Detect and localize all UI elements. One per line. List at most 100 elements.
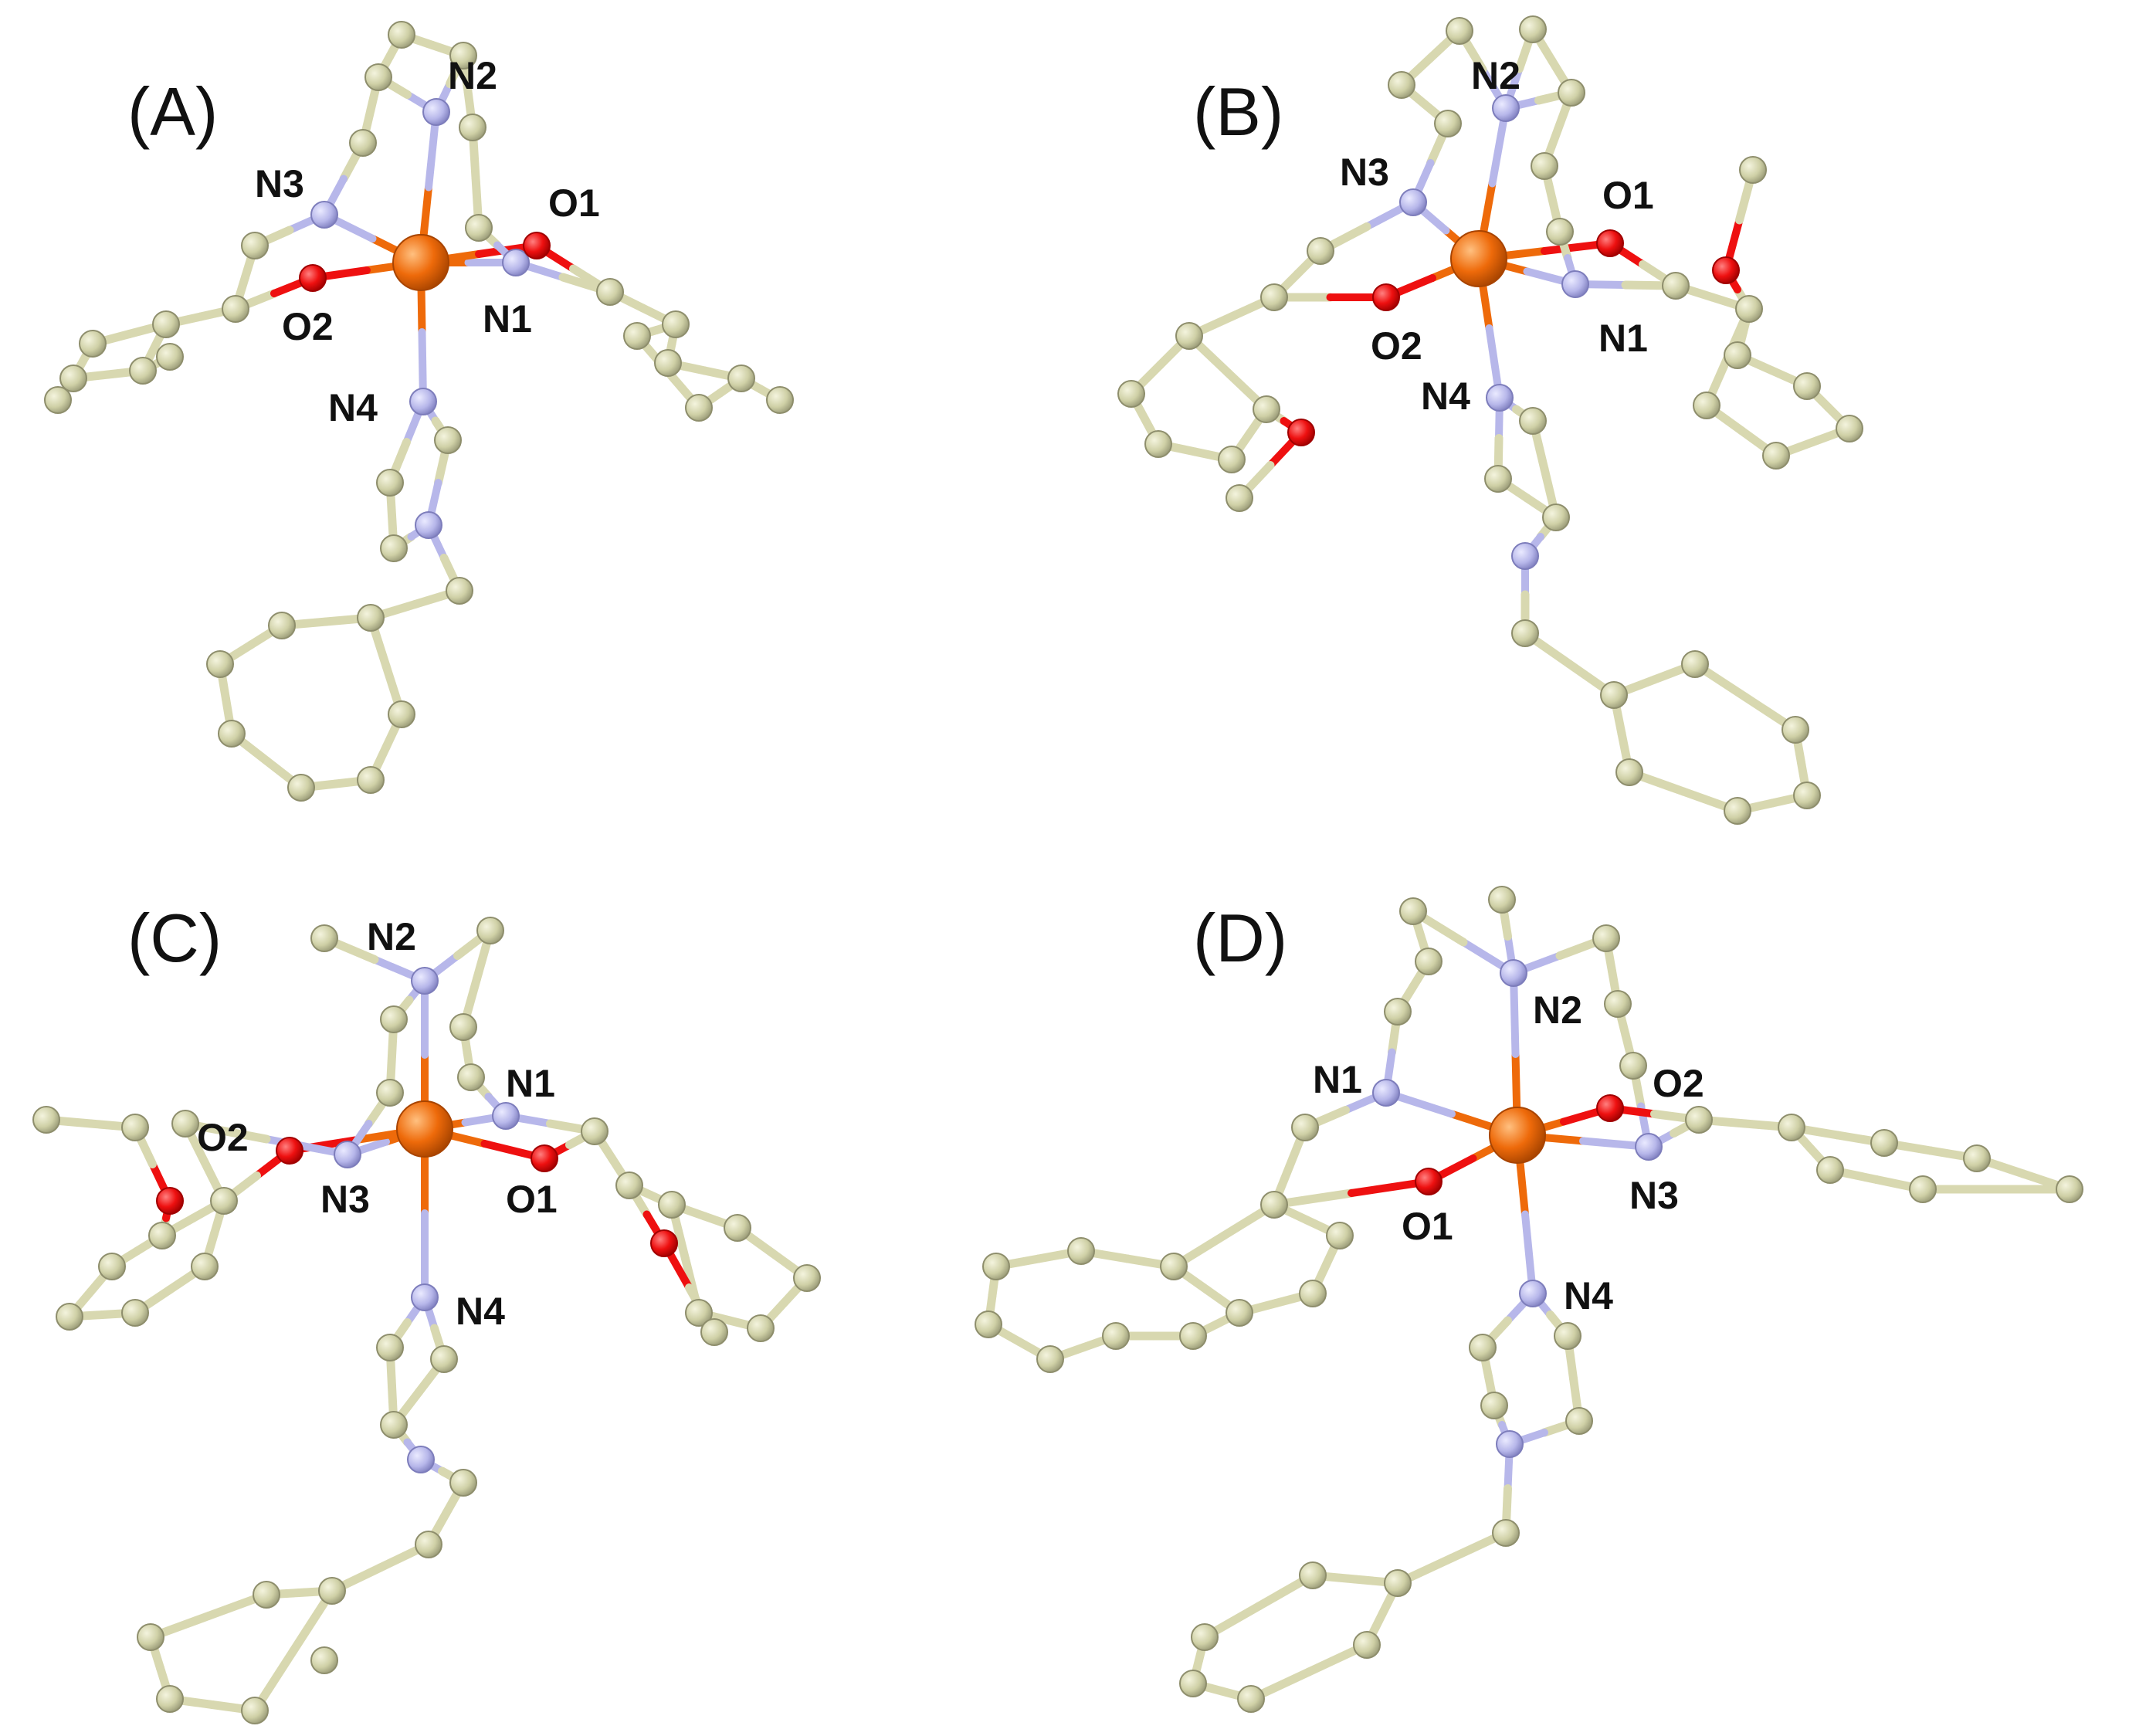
- carbon-atom: [1492, 1519, 1520, 1547]
- carbon-atom: [1836, 415, 1863, 442]
- carbon-atom: [662, 310, 690, 338]
- nitrogen-atom: [310, 201, 338, 229]
- panel-d: (D) N2 N1 O2 O1 N3 N4: [975, 886, 2083, 1713]
- carbon-atom: [596, 278, 624, 306]
- carbon-atom: [1307, 237, 1334, 265]
- nitrogen-atom: [1500, 959, 1527, 987]
- oxygen-atom: [650, 1229, 678, 1257]
- atom-label-n3: N3: [1340, 151, 1389, 194]
- carbon-atom: [449, 1013, 477, 1041]
- carbon-atom: [376, 1334, 404, 1361]
- atom-label-o1: O1: [1602, 174, 1654, 217]
- carbon-atom: [1735, 295, 1763, 323]
- atom-label-n1: N1: [483, 297, 532, 341]
- nitrogen-atom: [502, 249, 530, 276]
- nitrogen-atom: [1511, 542, 1539, 570]
- oxygen-atom: [523, 232, 551, 259]
- atom-label-n1: N1: [506, 1062, 555, 1105]
- carbon-atom: [654, 349, 682, 377]
- atom-label-o2: O2: [197, 1116, 249, 1159]
- oxygen-atom: [1372, 283, 1400, 311]
- carbon-atom: [1565, 1407, 1593, 1435]
- carbon-atom: [1488, 886, 1516, 914]
- carbon-atom: [446, 577, 473, 605]
- carbon-atom: [156, 1685, 184, 1713]
- carbon-atom: [1592, 924, 1620, 952]
- carbon-atom: [1067, 1237, 1095, 1265]
- carbon-atom: [1218, 446, 1246, 473]
- atom-label-o2: O2: [1371, 324, 1422, 368]
- carbon-atom: [1554, 1322, 1581, 1350]
- carbon-atom: [1226, 1299, 1253, 1327]
- carbon-atom: [318, 1577, 346, 1605]
- carbon-atom: [137, 1623, 164, 1651]
- carbon-atom: [56, 1303, 83, 1331]
- panel-label-d: (D): [1193, 900, 1287, 976]
- carbon-atom: [1542, 504, 1570, 531]
- carbon-atom: [1739, 156, 1767, 184]
- nitrogen-atom: [1492, 94, 1520, 122]
- atom-label-n4: N4: [456, 1290, 505, 1333]
- carbon-atom: [1384, 998, 1412, 1026]
- carbon-atom: [349, 129, 377, 157]
- carbon-atom: [121, 1299, 149, 1327]
- carbon-atom: [1484, 465, 1512, 493]
- carbon-atom: [380, 1005, 408, 1033]
- carbon-atom: [98, 1253, 126, 1280]
- carbon-atom: [1299, 1280, 1327, 1307]
- panel-c-atoms: [32, 917, 821, 1724]
- carbon-atom: [121, 1114, 149, 1141]
- carbon-atom: [615, 1171, 643, 1199]
- carbon-atom: [975, 1310, 1002, 1338]
- carbon-atom: [152, 310, 180, 338]
- nitrogen-atom: [1635, 1133, 1663, 1161]
- carbon-atom: [1778, 1114, 1805, 1141]
- carbon-atom: [1179, 1322, 1207, 1350]
- carbon-atom: [171, 1110, 199, 1138]
- carbon-atom: [2056, 1175, 2083, 1203]
- carbon-atom: [1909, 1175, 1937, 1203]
- carbon-atom: [581, 1117, 609, 1145]
- carbon-atom: [415, 1531, 442, 1558]
- carbon-atom: [1963, 1144, 1991, 1172]
- carbon-atom: [766, 386, 794, 414]
- nitrogen-atom: [334, 1141, 361, 1168]
- carbon-atom: [1693, 392, 1720, 419]
- oxygen-atom: [299, 264, 327, 292]
- carbon-atom: [1353, 1631, 1381, 1659]
- carbon-atom: [1260, 1191, 1288, 1219]
- carbon-atom: [1511, 619, 1539, 647]
- atom-label-o2: O2: [1653, 1062, 1704, 1105]
- carbon-atom: [1191, 1623, 1219, 1651]
- carbon-atom: [476, 917, 504, 944]
- carbon-atom: [218, 720, 246, 748]
- carbon-atom: [459, 114, 486, 141]
- nitrogen-atom: [1561, 270, 1589, 298]
- carbon-atom: [1291, 1114, 1319, 1141]
- nitrogen-atom: [407, 1446, 435, 1473]
- carbon-atom: [1558, 79, 1585, 107]
- carbon-atom: [1519, 15, 1547, 43]
- carbon-atom: [310, 924, 338, 952]
- carbon-atom: [1662, 272, 1690, 300]
- nitrogen-atom: [1486, 384, 1514, 412]
- carbon-atom: [685, 394, 713, 422]
- nitrogen-atom: [1519, 1280, 1547, 1307]
- nitrogen-atom: [409, 388, 437, 415]
- carbon-atom: [1724, 797, 1751, 825]
- carbon-atom: [1816, 1156, 1844, 1184]
- carbon-atom: [388, 700, 415, 728]
- carbon-atom: [380, 1411, 408, 1439]
- atom-label-o2: O2: [282, 305, 334, 348]
- carbon-atom: [449, 1469, 477, 1497]
- atom-label-n4: N4: [1564, 1274, 1613, 1317]
- carbon-atom: [1226, 484, 1253, 512]
- carbon-atom: [793, 1264, 821, 1292]
- panel-label-a: (A): [127, 73, 218, 150]
- panel-b-atoms: [1117, 15, 1863, 825]
- panel-c: (C) N2 N1 O2 N3 O1 N4: [32, 900, 821, 1724]
- carbon-atom: [129, 357, 157, 385]
- carbon-atom: [380, 534, 408, 562]
